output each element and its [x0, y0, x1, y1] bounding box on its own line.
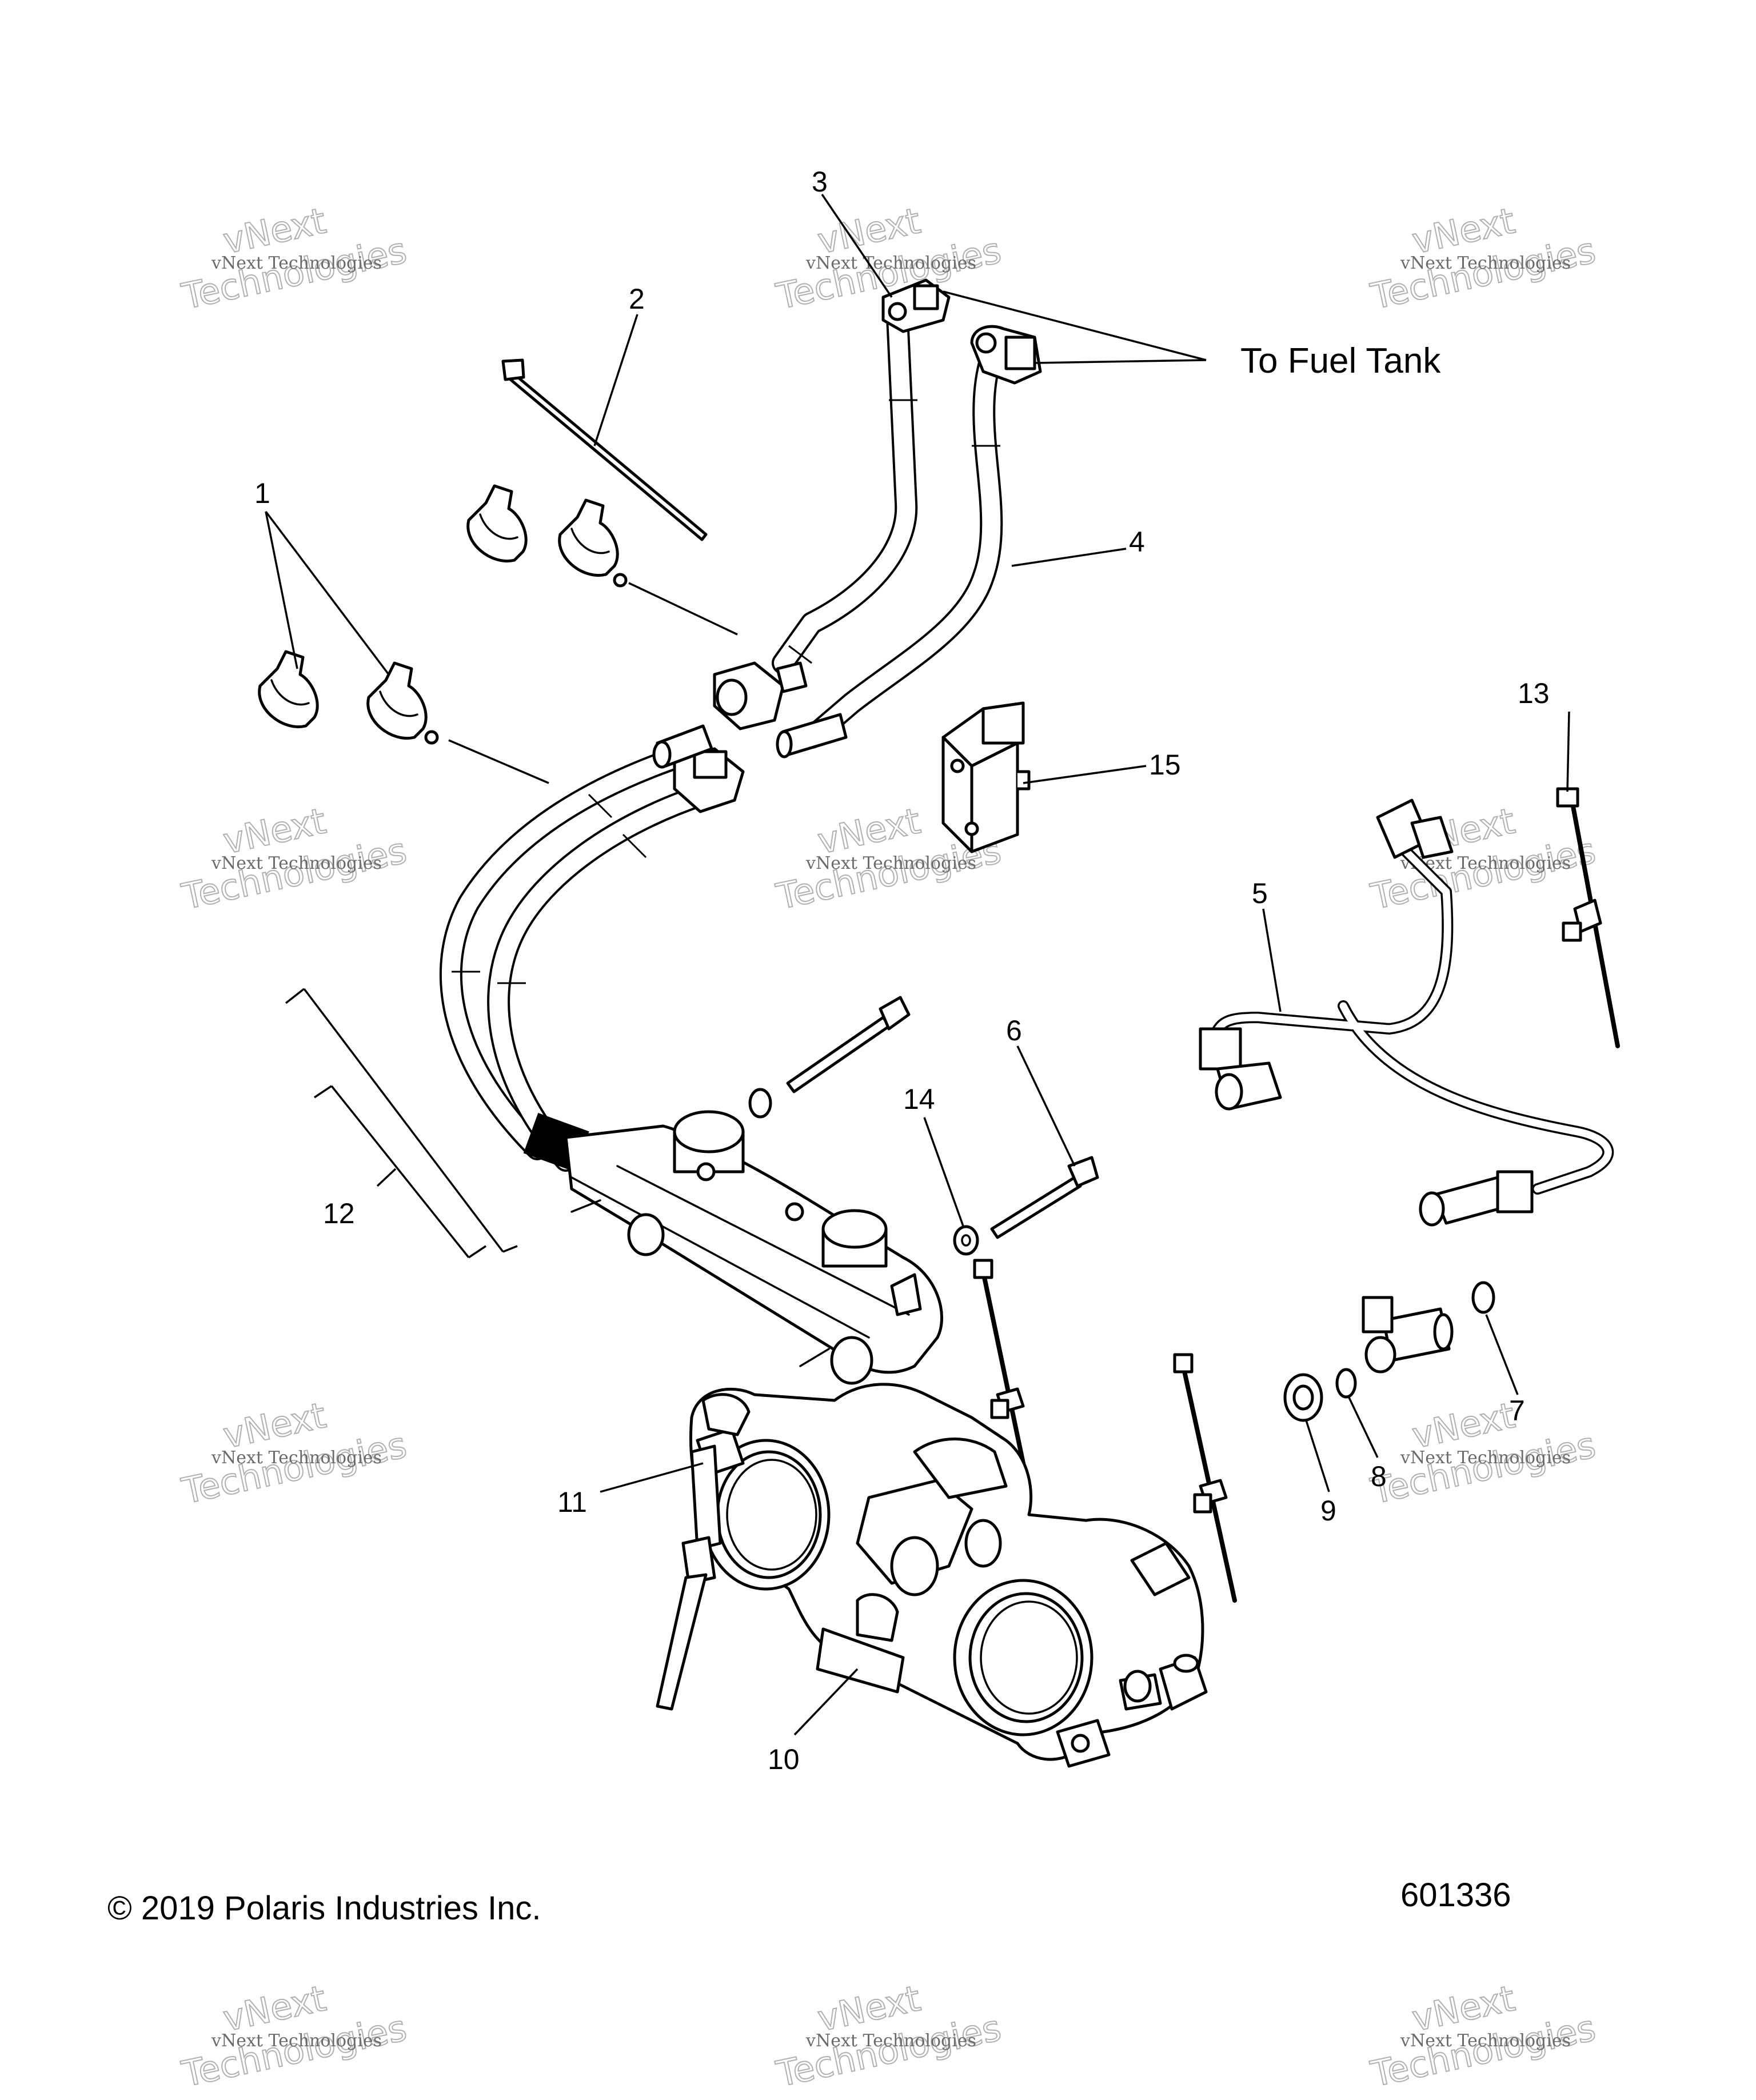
fuel-hose-assembly — [439, 278, 1042, 1172]
harness-tie-left — [973, 1259, 1025, 1466]
bolt-upper — [748, 996, 911, 1119]
elbow-connector-part-4 — [970, 325, 1042, 385]
cable-tie-part-2 — [501, 358, 708, 541]
callout-3: 3 — [812, 166, 828, 198]
callout-labels: 1 2 3 4 5 6 7 8 9 10 11 12 13 14 15 — [254, 166, 1550, 1775]
quick-connector-lower — [713, 661, 808, 730]
callout-12: 12 — [323, 1197, 355, 1229]
seal-part-9 — [1283, 1373, 1323, 1422]
harness-tie-part-13 — [1556, 787, 1620, 1048]
note-to-fuel-tank: To Fuel Tank — [1240, 341, 1441, 381]
leader-lines — [265, 194, 1570, 1736]
watermark: vNext Technologies vNext Technologies — [178, 199, 411, 318]
bolt-part-6 — [990, 1156, 1099, 1239]
callout-7: 7 — [1509, 1395, 1525, 1427]
washer-part-14 — [953, 1225, 979, 1256]
watermarks: vNext Technologies vNext Technologies vN… — [178, 199, 1600, 2095]
throttle-body-part-10 — [656, 1383, 1208, 1768]
svg-text:vNext Technologies: vNext Technologies — [805, 253, 976, 273]
hose-end-fitting — [652, 724, 713, 769]
callout-2: 2 — [629, 283, 645, 315]
watermark: vNext Technologies vNext Technologies — [1367, 199, 1600, 318]
copyright-notice: © 2019 Polaris Industries Inc. — [107, 1890, 541, 1927]
svg-text:vNext Technologies: vNext Technologies — [1400, 253, 1571, 273]
callout-8: 8 — [1371, 1460, 1387, 1492]
hose-clips-part-1-lower — [258, 650, 549, 784]
watermark: vNext Technologies vNext Technologies — [178, 1394, 411, 1512]
callout-1: 1 — [254, 477, 270, 509]
svg-text:vNext Technologies: vNext Technologies — [211, 1448, 382, 1468]
diagram-number: 601336 — [1400, 1877, 1511, 1914]
svg-text:vNext Technologies: vNext Technologies — [1400, 2031, 1571, 2051]
svg-text:vNext Technologies: vNext Technologies — [211, 2031, 382, 2051]
callout-13: 13 — [1518, 677, 1550, 709]
callout-6: 6 — [1006, 1015, 1022, 1047]
wire-harness-part-5 — [1199, 799, 1614, 1227]
fuel-injector — [1362, 1296, 1454, 1374]
harness-tie-right — [1173, 1353, 1237, 1603]
callout-9: 9 — [1320, 1495, 1336, 1527]
callout-4: 4 — [1129, 526, 1145, 558]
svg-text:vNext Technologies: vNext Technologies — [211, 853, 382, 873]
hose-clips-part-1-upper — [466, 484, 738, 636]
watermark: vNext Technologies vNext Technologies — [178, 799, 411, 918]
svg-text:vNext Technologies: vNext Technologies — [805, 853, 976, 873]
svg-text:vNext Technologies: vNext Technologies — [805, 2031, 976, 2051]
callout-15: 15 — [1149, 749, 1181, 781]
o-ring-part-7 — [1471, 1281, 1495, 1314]
o-ring-part-8 — [1335, 1368, 1357, 1399]
quick-connector-middle — [673, 747, 745, 813]
fuel-rail-part-12 — [523, 1110, 943, 1385]
quick-connector-part-3 — [881, 278, 951, 333]
callout-11: 11 — [557, 1486, 587, 1518]
watermark: vNext Technologies vNext Technologies — [772, 1977, 1005, 2095]
svg-text:vNext Technologies: vNext Technologies — [1400, 1448, 1571, 1468]
fuel-line-fitting — [776, 713, 848, 758]
svg-text:vNext Technologies: vNext Technologies — [211, 253, 382, 273]
callout-10: 10 — [768, 1743, 800, 1775]
watermark: vNext Technologies vNext Technologies — [1367, 1977, 1600, 2095]
callout-14: 14 — [903, 1083, 935, 1115]
foam-block-part-15 — [941, 701, 1031, 853]
callout-5: 5 — [1252, 877, 1268, 909]
watermark: vNext Technologies vNext Technologies — [178, 1977, 411, 2095]
watermark: vNext Technologies vNext Technologies — [1367, 1394, 1600, 1512]
throttle-position-sensor-part-11 — [656, 1444, 722, 1711]
